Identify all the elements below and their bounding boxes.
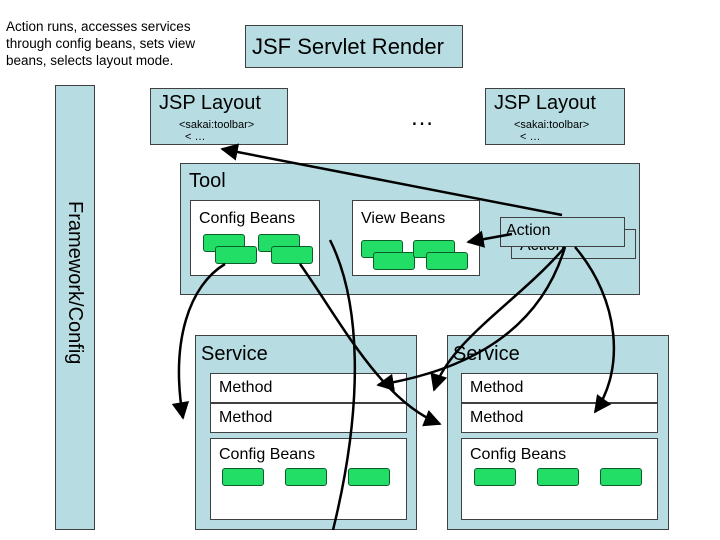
view-bean — [373, 252, 415, 270]
service-right-method-1: Method — [461, 373, 658, 403]
service-bean — [474, 468, 516, 486]
jsf-servlet-render-box: JSF Servlet Render — [245, 25, 463, 68]
ellipsis: … — [410, 104, 434, 131]
service-left-method-2: Method — [210, 403, 407, 433]
service-bean — [600, 468, 642, 486]
config-bean — [215, 246, 257, 264]
caption: Action runs, accesses services through c… — [6, 18, 236, 69]
service-right-label: Service — [453, 343, 520, 365]
arrow-action-to-jsp-layout — [220, 143, 563, 217]
jsp-layout-left-box: JSP Layout <sakai:toolbar> < … — [150, 88, 288, 145]
tool-view-beans-label: View Beans — [361, 210, 446, 227]
service-left-method-1: Method — [210, 373, 407, 403]
caption-line-2: through config beans, sets view — [6, 36, 196, 51]
jsp-layout-left-title: JSP Layout — [159, 92, 261, 114]
tool-label: Tool — [189, 170, 226, 192]
jsf-servlet-render-label: JSF Servlet Render — [252, 34, 444, 59]
tool-config-beans-label: Config Beans — [199, 210, 296, 227]
caption-line-3: beans, selects layout mode. — [6, 53, 174, 68]
arrow-action-to-right-method-1 — [430, 246, 566, 392]
service-left-method-1-label: Method — [219, 379, 273, 396]
jsp-layout-right-tag-1: <sakai:toolbar> — [514, 119, 590, 131]
service-bean — [348, 468, 390, 486]
jsp-layout-right-title: JSP Layout — [494, 92, 596, 114]
framework-config-bar: Framework/Config — [55, 85, 95, 530]
service-right-method-1-label: Method — [470, 379, 524, 396]
action-front-label: Action — [506, 222, 551, 239]
jsp-layout-left-tag-1: <sakai:toolbar> — [179, 119, 255, 131]
arrow-action-to-view-beans — [466, 230, 513, 248]
service-left-config-beans-label: Config Beans — [219, 446, 316, 463]
arrow-config-to-right-method — [298, 263, 442, 427]
arrow-action-to-left-method-1 — [376, 246, 567, 392]
jsp-layout-right-box: JSP Layout <sakai:toolbar> < … — [485, 88, 625, 145]
config-bean — [271, 246, 313, 264]
jsp-layout-right-tag-2: < … — [520, 131, 541, 143]
service-bean — [285, 468, 327, 486]
service-bean — [222, 468, 264, 486]
action-box-front: Action — [500, 217, 625, 247]
service-right-method-2: Method — [461, 403, 658, 433]
service-left-label: Service — [201, 343, 268, 365]
service-left-method-2-label: Method — [219, 409, 273, 426]
jsp-layout-left-tag-2: < … — [185, 131, 206, 143]
arrow-action-to-right-method-2 — [574, 246, 616, 414]
service-bean — [537, 468, 579, 486]
service-right-method-2-label: Method — [470, 409, 524, 426]
arrow-view-to-left-method — [328, 239, 357, 531]
service-right-config-beans-label: Config Beans — [470, 446, 567, 463]
caption-line-1: Action runs, accesses services — [6, 19, 191, 34]
arrow-config-to-left-method — [171, 262, 226, 420]
view-bean — [426, 252, 468, 270]
